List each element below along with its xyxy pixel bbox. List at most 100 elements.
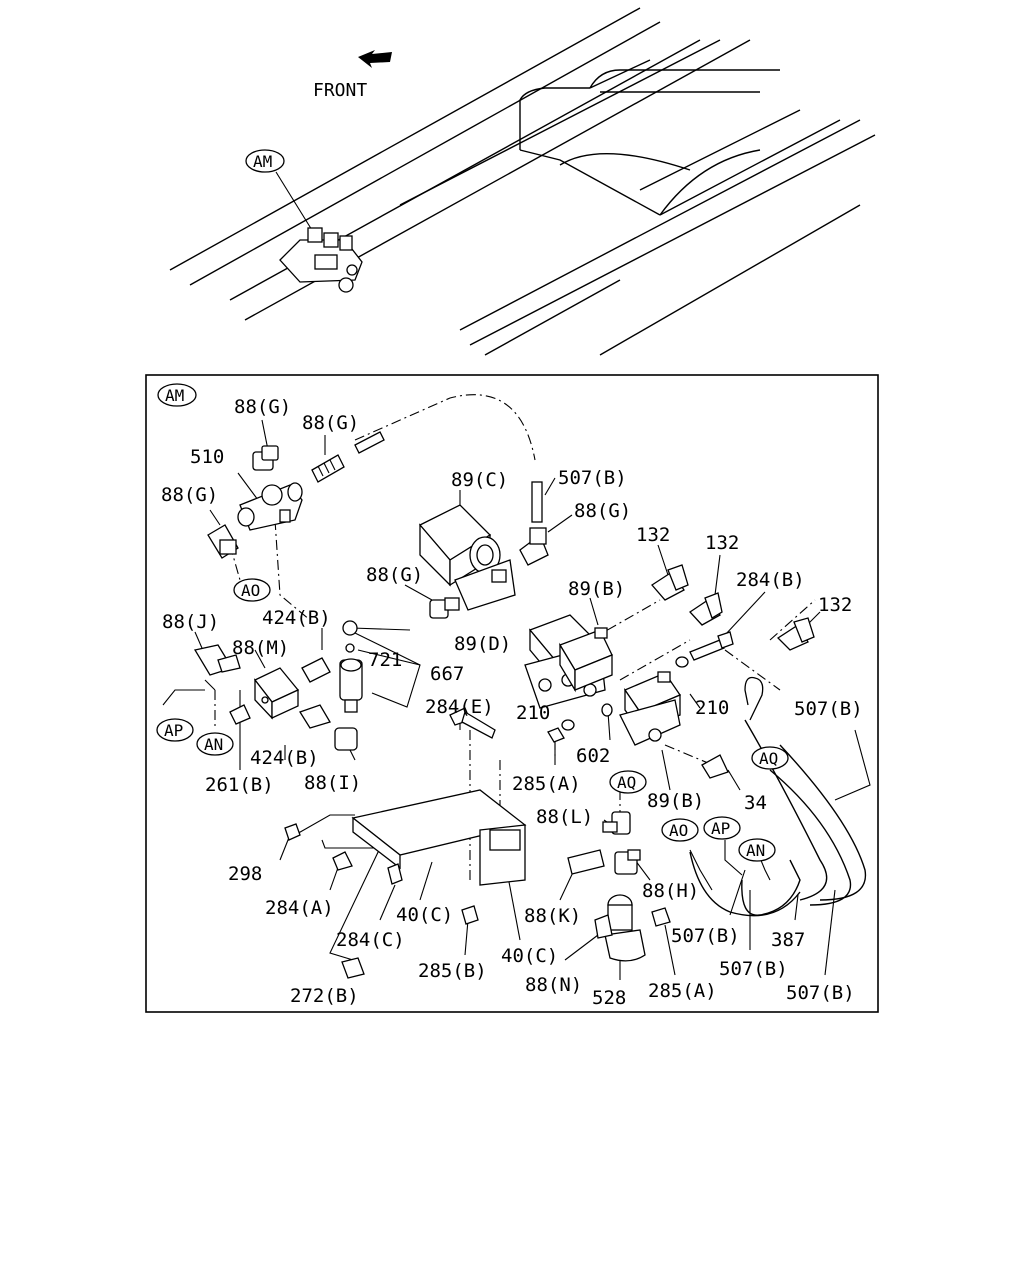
label-210-b: 210 (695, 697, 729, 719)
label-88n: 88(N) (525, 974, 582, 996)
connector-callouts: AO AP AN AQ AQ AO AP AN (156, 578, 789, 862)
solenoid-valve-89b-upper (559, 627, 613, 693)
label-89b-b: 89(B) (647, 790, 704, 812)
label-89b-a: 89(B) (568, 578, 625, 600)
label-88l: 88(L) (536, 806, 593, 828)
callout-an-left: AN (204, 735, 223, 754)
label-132-a: 132 (636, 524, 670, 546)
label-387: 387 (771, 929, 805, 951)
fitting-667 (339, 658, 363, 713)
callout-aq-right: AQ (759, 749, 778, 768)
am-detail-callout: AM (165, 386, 184, 405)
label-88m: 88(M) (232, 637, 289, 659)
plug-261b (229, 704, 251, 725)
tube-507b-loop (744, 676, 764, 721)
connector-424b-lower (299, 704, 331, 729)
callout-ao-upper: AO (241, 581, 260, 600)
am-overview-bubble (245, 149, 285, 173)
label-88g-e: 88(G) (366, 564, 423, 586)
fitting-132-c (776, 617, 815, 651)
label-272b: 272(B) (290, 985, 359, 1007)
label-88k: 88(K) (524, 905, 581, 927)
label-40c-b: 40(C) (501, 945, 558, 967)
label-88g-d: 88(G) (574, 500, 631, 522)
label-721: 721 (368, 649, 402, 671)
elbow-fitting-88g-right (519, 527, 549, 566)
label-424b-b: 424(B) (250, 747, 319, 769)
overview-valve-assembly (279, 227, 363, 293)
label-34: 34 (744, 792, 767, 814)
fitting-88i (334, 727, 358, 751)
solenoid-valve-89b-lower (619, 671, 681, 746)
label-284b: 284(B) (736, 569, 805, 591)
label-298: 298 (228, 863, 262, 885)
label-88g-a: 88(G) (234, 396, 291, 418)
bolt-272b (341, 957, 365, 979)
label-284c: 284(C) (336, 929, 405, 951)
label-132-b: 132 (705, 532, 739, 554)
bolt-284e (449, 707, 496, 739)
nut-285a-lower (651, 907, 671, 927)
label-507b-b: 507(B) (794, 698, 863, 720)
elbow-fitting-88g-mid (429, 597, 460, 619)
bolt-284b (689, 631, 734, 661)
label-507b-d: 507(B) (719, 958, 788, 980)
solenoid-valve-89c (418, 504, 516, 611)
label-285a-a: 285(A) (512, 773, 581, 795)
label-261b: 261(B) (205, 774, 274, 796)
straight-connector-88g (311, 431, 385, 483)
washer-210-a (561, 719, 575, 731)
label-284e: 284(E) (425, 696, 494, 718)
fitting-132-b (689, 592, 723, 626)
overview-frame-drawing (169, 7, 876, 356)
connector-424b-upper (301, 657, 331, 683)
label-88g-b: 88(G) (302, 412, 359, 434)
nut-298 (284, 823, 301, 841)
label-88g-c: 88(G) (161, 484, 218, 506)
front-label: FRONT (313, 80, 367, 101)
label-88j: 88(J) (162, 611, 219, 633)
fitting-132-a (651, 564, 689, 601)
bolt-284a (332, 851, 353, 871)
elbow-fitting-88h (614, 849, 641, 875)
callout-ap-left: AP (164, 721, 183, 740)
block-88m (253, 667, 300, 720)
tube-507b-top (531, 481, 543, 523)
label-285a-b: 285(A) (648, 980, 717, 1002)
label-507b-c: 507(B) (671, 925, 740, 947)
label-40c-a: 40(C) (396, 904, 453, 926)
elbow-fitting-88g-left (207, 524, 239, 559)
label-88h: 88(H) (642, 880, 699, 902)
label-285b: 285(B) (418, 960, 487, 982)
label-510: 510 (190, 446, 224, 468)
detail-frame (145, 374, 879, 1013)
label-88i: 88(I) (304, 772, 361, 794)
callout-an-lower: AN (746, 841, 765, 860)
part-labels: 88(G) 88(G) 510 88(G) 89(C) 507(B) 88(G)… (161, 396, 863, 1009)
front-arrow (358, 50, 392, 68)
nut-285a-upper (547, 727, 565, 743)
tee-fitting-510 (237, 482, 303, 531)
bracket-40c (351, 789, 527, 886)
o-ring-602 (601, 703, 613, 717)
label-602: 602 (576, 745, 610, 767)
nut-285b (461, 905, 479, 925)
am-detail-bubble (157, 383, 197, 407)
label-132-c: 132 (818, 594, 852, 616)
label-210-a: 210 (516, 702, 550, 724)
washer-210-b (675, 656, 689, 668)
callout-aq-mid: AQ (617, 773, 636, 792)
label-528: 528 (592, 987, 626, 1009)
label-507b-e: 507(B) (786, 982, 855, 1004)
label-424b-a: 424(B) (262, 607, 331, 629)
filter-528 (594, 894, 646, 962)
fitting-34 (701, 754, 729, 779)
am-overview-callout: AM (253, 152, 272, 171)
callout-ap-lower: AP (711, 819, 730, 838)
screw-284c (387, 863, 403, 885)
label-89d: 89(D) (454, 633, 511, 655)
connector-88k (567, 849, 605, 875)
label-89c: 89(C) (451, 469, 508, 491)
elbow-fitting-88g-top (252, 445, 279, 471)
label-507b-a: 507(B) (558, 467, 627, 489)
